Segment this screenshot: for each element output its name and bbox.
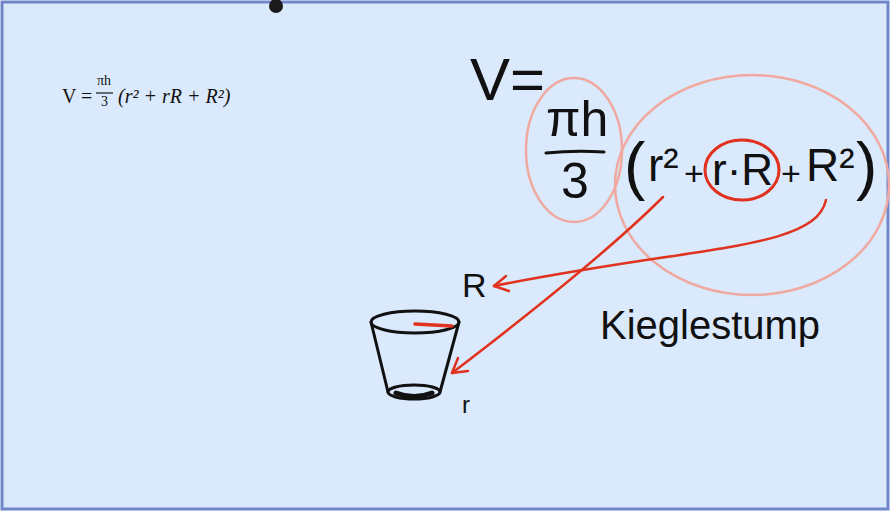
radius-label: R: [462, 268, 487, 302]
term-r-times-r: r·R: [712, 148, 773, 192]
radius-label: r: [462, 393, 470, 417]
arrowhead: [452, 358, 468, 373]
plus-sign: +: [684, 156, 704, 190]
term-big-r-squared: R²: [806, 142, 855, 188]
formula-lhs: V =: [62, 86, 92, 106]
fraction-bar: [96, 92, 113, 93]
formula-bracket: (r² + rR + R²): [118, 86, 230, 106]
bracket-close: ): [856, 134, 877, 198]
pointer-arrow: [494, 200, 826, 286]
highlight-circle: [615, 75, 889, 295]
handwritten-denominator: 3: [561, 156, 589, 206]
fraction-numerator: πh: [97, 74, 111, 88]
fraction-denominator: 3: [101, 95, 108, 109]
term-r-squared: r²: [648, 142, 679, 188]
shape-name: Kieglestump: [600, 305, 820, 345]
arrowhead: [494, 276, 509, 291]
handwritten-numerator: πh: [546, 94, 608, 144]
highlight-circle: [705, 140, 779, 200]
plus-sign: +: [781, 156, 801, 190]
bracket-open: (: [624, 134, 645, 198]
fraction-bar: [546, 151, 604, 153]
radius-line: [415, 324, 452, 326]
marker-dot: [269, 0, 283, 13]
frustum-sketch: [371, 311, 459, 399]
pointer-arrow: [452, 197, 663, 373]
handwritten-lhs: V=: [470, 50, 545, 110]
